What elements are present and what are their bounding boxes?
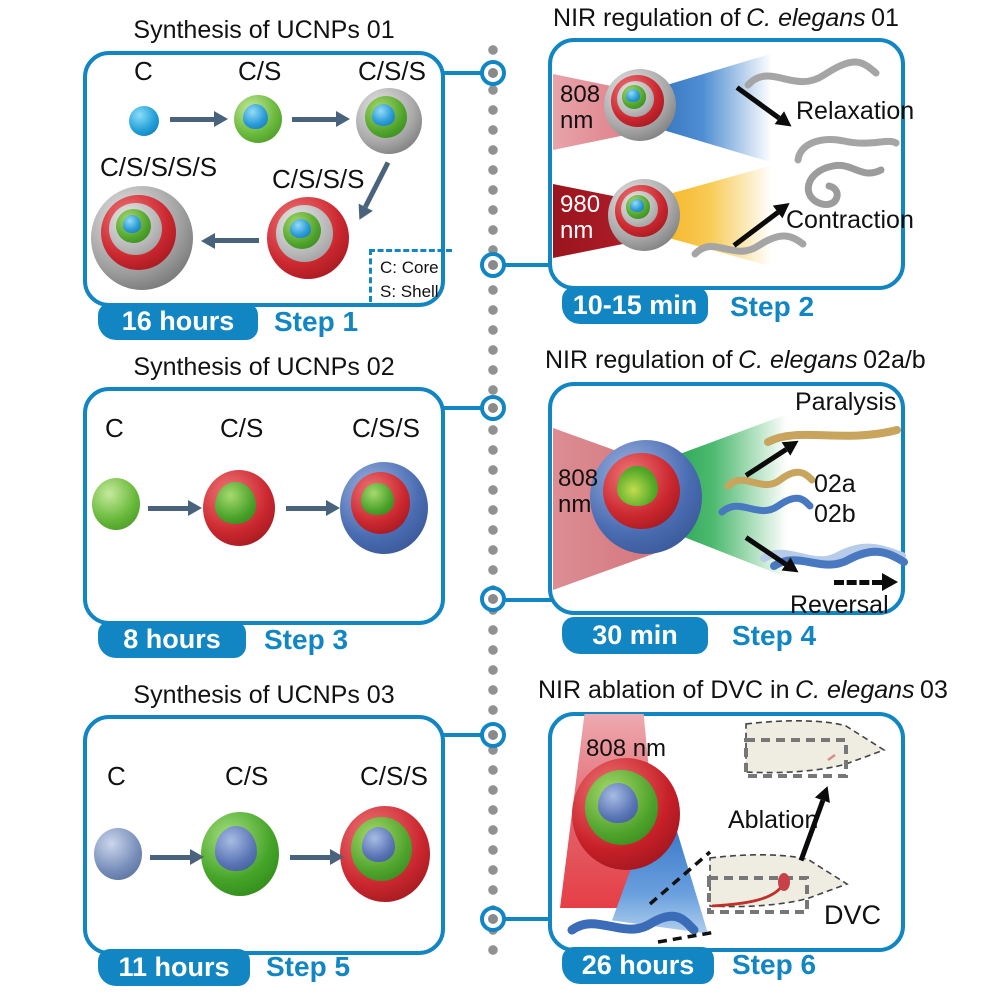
- worm-tail-ablated-inset: [744, 720, 886, 778]
- wavelength-label-980: 980 nm: [560, 191, 601, 244]
- legend-core: C: Core: [380, 258, 439, 277]
- panel1-title: Synthesis of UCNPs 01: [133, 16, 395, 44]
- step-label: Step 4: [732, 620, 817, 651]
- ucnp-core-3shell: [267, 197, 349, 279]
- wavelength-label-808: 808 nm: [558, 465, 599, 518]
- ucnp-core-blue: [129, 106, 159, 136]
- time-badge: 16 hours: [98, 303, 258, 340]
- timeline-connector: [443, 71, 483, 75]
- step-label: Step 5: [266, 951, 351, 982]
- ucnp-particle-02: [590, 440, 702, 554]
- timeline-node: [480, 722, 506, 748]
- worm-02b-label: 02b: [814, 500, 856, 528]
- particle-label-css: C/S/S: [358, 56, 426, 86]
- dvc-label: DVC: [824, 900, 882, 930]
- time-badge: 8 hours: [98, 621, 246, 658]
- worm-tail-dvc-inset: [707, 854, 849, 914]
- panel3-title: Synthesis of UCNPs 02: [133, 353, 395, 381]
- particle-label-css: C/S/S: [360, 761, 428, 791]
- time-badge: 11 hours: [98, 949, 250, 986]
- timeline-connector: [505, 263, 552, 267]
- time-badge: 30 min: [562, 617, 708, 654]
- arrow-icon: [292, 111, 350, 127]
- time-badge: 10-15 min: [562, 287, 708, 324]
- timeline-node: [480, 395, 506, 421]
- arrow-icon: [286, 500, 340, 516]
- worm-02a: [724, 468, 816, 490]
- ucnp-particle-03: [572, 758, 680, 870]
- time-badge: 26 hours: [562, 947, 714, 984]
- step-label: Step 6: [732, 949, 817, 980]
- timeline-node: [480, 906, 506, 932]
- worm-coiled: [804, 161, 885, 208]
- ucnp-core-slate: [94, 828, 142, 880]
- particle-label-cs: C/S: [225, 761, 269, 791]
- arrow-icon: [215, 238, 259, 243]
- timeline-node: [480, 60, 506, 86]
- legend-box: C: Core S: Shell: [369, 249, 452, 302]
- particle-label-sssss: C/S/S/S/S: [100, 152, 218, 182]
- arrow-icon: [170, 111, 228, 127]
- particle-label-c: C: [105, 413, 124, 443]
- ucnp-core-green: [92, 478, 140, 530]
- wavelength-label-808: 808 nm: [560, 81, 601, 134]
- contraction-label: Contraction: [786, 206, 914, 234]
- paralysis-label: Paralysis: [795, 388, 897, 416]
- particle-label-ssss: C/S/S/S: [272, 164, 365, 194]
- timeline-node: [480, 252, 506, 278]
- timeline-dotted-line: [487, 40, 499, 956]
- ucnp-core-2shell: [356, 88, 422, 154]
- arrow-icon: [148, 500, 202, 516]
- worm-crawling: [691, 232, 807, 258]
- particle-label-cs: C/S: [238, 56, 282, 86]
- timeline-connector: [505, 917, 552, 921]
- reversal-label: Reversal: [790, 591, 889, 619]
- wavelength-label-808: 808 nm: [586, 735, 667, 762]
- particle-label-c: C: [134, 56, 153, 86]
- ucnp-particle-01: [604, 69, 676, 141]
- particle-label-c: C: [107, 761, 126, 791]
- worm-blue: [567, 911, 699, 935]
- dashed-arrow-icon: [834, 573, 898, 591]
- magnify-dashed-lines: [648, 850, 717, 944]
- worm-crawling: [744, 58, 880, 89]
- timeline-connector: [443, 406, 483, 410]
- particle-label-cs: C/S: [220, 413, 264, 443]
- arrow-icon: [290, 849, 344, 865]
- panel5-title: Synthesis of UCNPs 03: [133, 681, 395, 709]
- timeline-connector: [505, 598, 552, 602]
- relaxation-label: Relaxation: [796, 97, 915, 125]
- timeline-connector: [443, 733, 483, 737]
- ucnp-core-shell: [201, 812, 279, 896]
- legend-shell: S: Shell: [380, 281, 439, 301]
- step-label: Step 3: [264, 624, 349, 655]
- particle-label-css: C/S/S: [352, 413, 420, 443]
- worm-relaxed: [794, 136, 900, 164]
- ucnp-core-shell: [234, 95, 282, 143]
- ucnp-particle-01: [608, 179, 680, 251]
- ucnp-core-2shell: [340, 806, 430, 902]
- ucnp-core-2shell: [340, 462, 428, 554]
- ablation-label: Ablation: [728, 806, 819, 834]
- worm-02a-label: 02a: [814, 470, 856, 498]
- ucnp-core-shell: [203, 470, 275, 546]
- ucnp-core-4shell: [91, 186, 193, 290]
- worm-paralyzed: [764, 426, 901, 446]
- arrow-icon: [150, 849, 204, 865]
- worm-02b: [718, 494, 814, 516]
- timeline-node: [480, 586, 506, 612]
- step-label: Step 1: [274, 306, 359, 337]
- step-label: Step 2: [730, 291, 815, 322]
